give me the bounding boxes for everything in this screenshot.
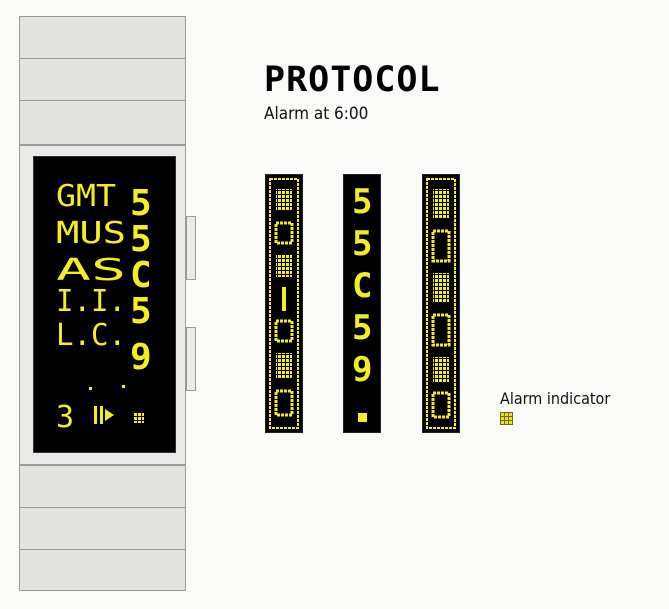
strap-link	[20, 550, 185, 592]
strip-gmt	[265, 174, 303, 433]
digit-2: 5	[130, 219, 152, 260]
display-dot	[89, 387, 92, 390]
row-gmt-label: GMT	[56, 179, 116, 214]
strip-digit: 9	[352, 350, 372, 390]
strip-digit: 5	[352, 224, 372, 264]
strip-cell	[431, 313, 451, 347]
display-digit-column: 5 5 C 5 9	[130, 183, 152, 378]
strip-indicators	[422, 174, 460, 433]
alarm-indicator-icon	[134, 413, 144, 423]
alarm-subtitle: Alarm at 6:00	[264, 104, 369, 124]
display-dot	[122, 385, 125, 388]
strip-digits-svg: 5 5 C 5 9	[352, 182, 372, 422]
strip-cell	[274, 319, 294, 343]
strip-cell	[282, 287, 286, 311]
strap-link	[20, 17, 185, 59]
display-row-labels: GMT MUS AS I.I. L.C.	[56, 179, 126, 353]
watch-display: GMT MUS AS I.I. L.C. 5 5 C 5 9 3	[33, 156, 176, 453]
digit-1: 5	[130, 183, 152, 224]
watch-display-svg: GMT MUS AS I.I. L.C. 5 5 C 5 9 3	[56, 179, 152, 435]
strip-cell	[431, 391, 451, 419]
row-mus-label: MUS	[56, 216, 126, 251]
watch-button-upper[interactable]	[186, 216, 196, 280]
strap-link	[20, 59, 185, 101]
watch-button-lower[interactable]	[186, 327, 196, 391]
display-bottom-number: 3	[56, 400, 74, 435]
legend-label: Alarm indicator	[500, 389, 611, 408]
strip-digit: C	[352, 266, 372, 306]
strip-cell	[276, 189, 292, 211]
alarm-indicator-icon	[500, 412, 513, 425]
strap-link	[20, 508, 185, 550]
watch-strap-top	[19, 16, 186, 145]
strap-link	[20, 101, 185, 143]
strip-cell	[274, 221, 294, 245]
strip-cell	[431, 229, 451, 263]
strip-cell	[276, 353, 292, 379]
strap-link	[20, 466, 185, 508]
strip-indicators-svg	[426, 178, 456, 429]
strip-digit: 5	[352, 182, 372, 222]
alarm-indicator-icon	[358, 413, 367, 422]
strip-cell	[433, 273, 449, 303]
strip-cell	[433, 357, 449, 383]
sound-icon	[94, 406, 114, 424]
strip-gmt-svg	[269, 178, 299, 429]
page-title: PROTOCOL	[264, 60, 441, 100]
strip-cell	[433, 189, 449, 219]
digit-5: 9	[130, 337, 152, 378]
row-lc-label: L.C.	[56, 318, 126, 353]
strip-digits: 5 5 C 5 9	[343, 174, 381, 433]
row-ii-label: I.I.	[56, 284, 126, 319]
watch-strap-bottom	[19, 465, 186, 591]
strip-digit: 5	[352, 308, 372, 348]
row-as-label: AS	[56, 253, 126, 288]
digit-3: C	[130, 255, 152, 296]
strip-cell	[276, 255, 292, 277]
digit-4: 5	[130, 291, 152, 332]
strip-cell	[274, 389, 294, 417]
